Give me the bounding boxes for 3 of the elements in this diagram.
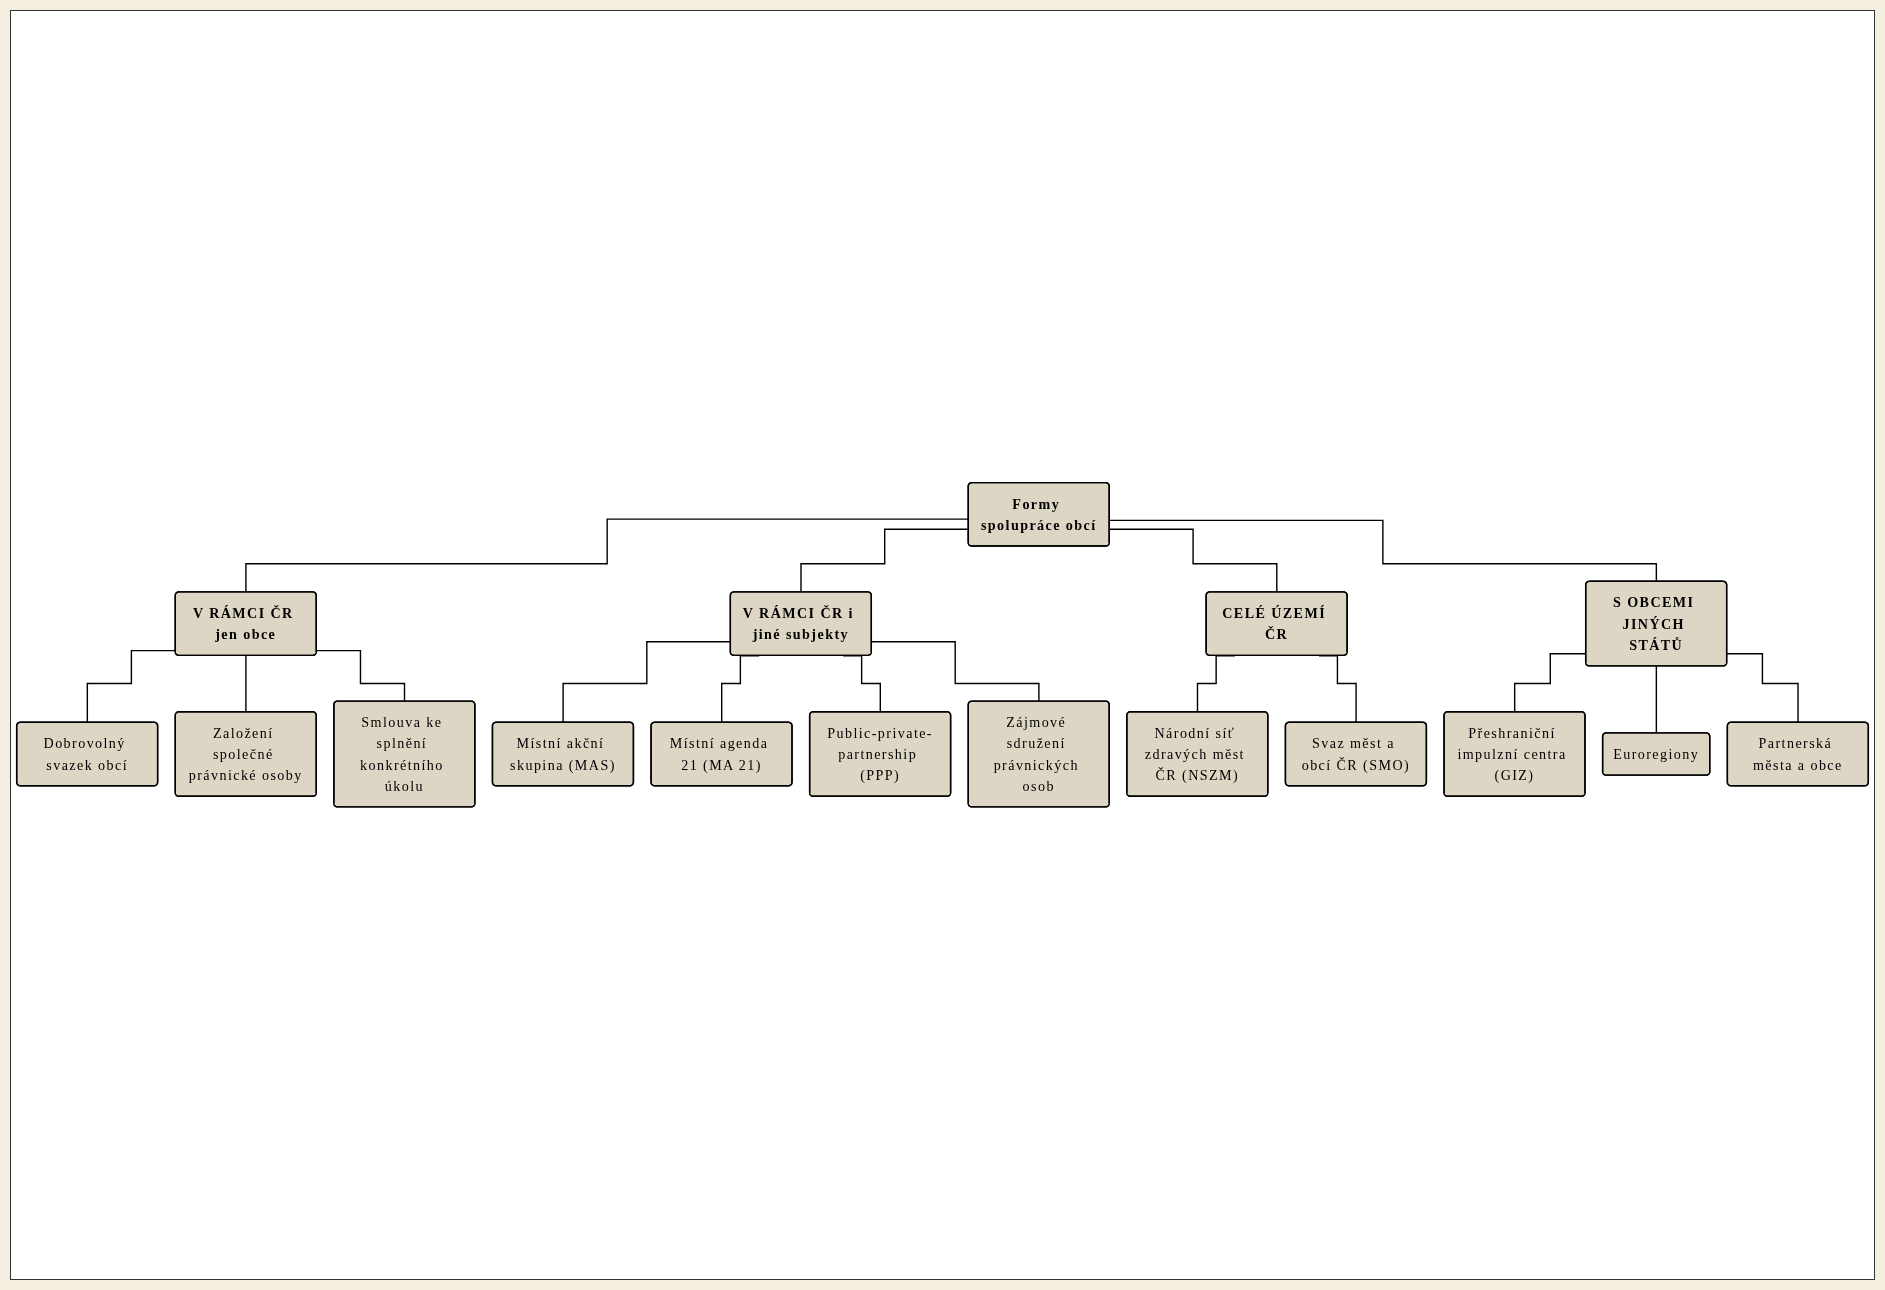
connector <box>1655 665 1658 735</box>
connector <box>245 655 247 713</box>
connector <box>1726 653 1799 724</box>
